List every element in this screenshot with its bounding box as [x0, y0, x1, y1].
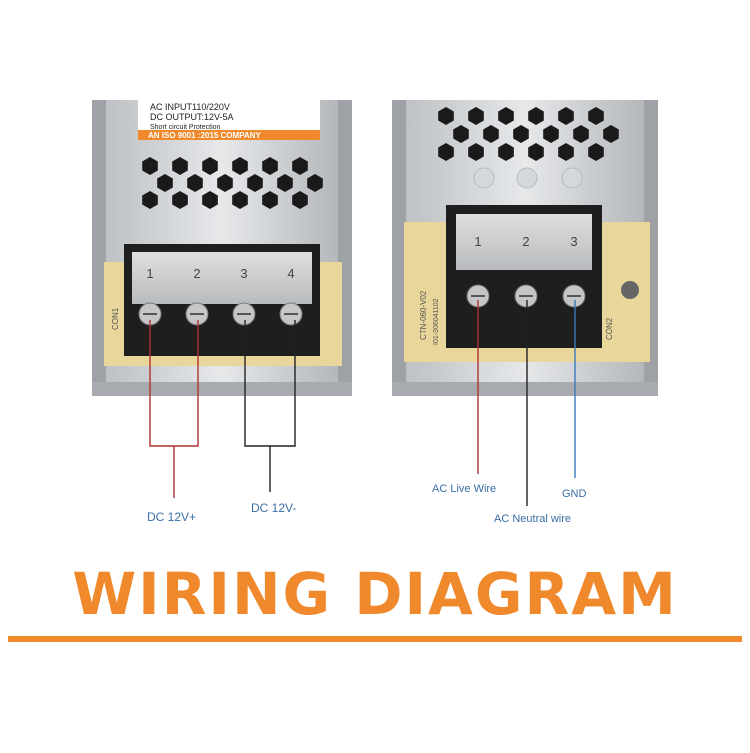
vent-hole: [232, 157, 248, 175]
vent-hole: [573, 125, 589, 143]
vent-hole: [157, 174, 173, 192]
vent-hole: [483, 125, 499, 143]
terminal-number: 1: [146, 266, 153, 281]
vent-hole: [172, 157, 188, 175]
vent-hole: [588, 143, 604, 161]
ground-screw-icon: [621, 281, 639, 299]
vent-hole: [172, 191, 188, 209]
vent-hole: [528, 107, 544, 125]
gnd-label: GND: [562, 488, 587, 500]
vent-hole: [528, 143, 544, 161]
board-label-1: CTN-060-V02: [419, 290, 428, 340]
terminal-number: 3: [570, 234, 577, 249]
vent-hole: [307, 174, 323, 192]
terminal-number: 2: [522, 234, 529, 249]
vent-hole: [262, 191, 278, 209]
vent-hole: [558, 107, 574, 125]
neutral-symbol-icon: [516, 167, 538, 189]
vent-hole: [202, 191, 218, 209]
dc-plus-label: DC 12V+: [147, 510, 197, 524]
terminal-number: 2: [193, 266, 200, 281]
board-label-2: I01-306041102: [433, 298, 440, 345]
board-label: CON1: [111, 307, 120, 330]
terminal-cover-right: [456, 214, 592, 270]
vent-hole: [543, 125, 559, 143]
terminal-number: 3: [240, 266, 247, 281]
dc-minus-label: DC 12V-: [251, 501, 297, 515]
vent-hole: [498, 143, 514, 161]
vent-hole: [142, 191, 158, 209]
vent-hole: [453, 125, 469, 143]
ground-symbol-icon: [561, 167, 583, 189]
vent-grid: [142, 157, 323, 209]
terminal-number: 4: [287, 266, 294, 281]
vent-hole: [262, 157, 278, 175]
vent-hole: [588, 107, 604, 125]
right-power-supply: CTN-060-V02 I01-306041102 CON2 1 2 3: [392, 100, 658, 396]
ac-live-label: AC Live Wire: [432, 483, 497, 495]
title-underline: [8, 636, 742, 642]
vent-hole: [438, 143, 454, 161]
vent-hole: [202, 157, 218, 175]
vent-hole: [468, 107, 484, 125]
vent-hole: [603, 125, 619, 143]
housing-bottom: [92, 382, 352, 396]
wires: [149, 300, 576, 506]
vent-hole: [232, 191, 248, 209]
ac-neutral-label: AC Neutral wire: [494, 513, 572, 525]
vent-hole: [558, 143, 574, 161]
left-housing-edge: [92, 100, 106, 396]
vent-hole: [513, 125, 529, 143]
vent-hole: [217, 174, 233, 192]
vent-hole: [187, 174, 203, 192]
board-label-3: CON2: [605, 317, 614, 340]
terminal-cover: [132, 252, 312, 304]
vent-hole: [142, 157, 158, 175]
vent-hole: [292, 157, 308, 175]
iso-banner: [138, 130, 320, 140]
vent-hole: [498, 107, 514, 125]
vent-hole: [277, 174, 293, 192]
left-power-supply: AC INPUT110/220V DC OUTPUT:12V-5A Short …: [92, 100, 352, 396]
live-symbol-icon: [473, 167, 495, 189]
terminal-group-right: 1 2 3: [466, 234, 586, 308]
vent-grid-right: [438, 107, 619, 161]
spec-line-1: AC INPUT110/220V: [150, 102, 230, 112]
spec-line-2: DC OUTPUT:12V-5A: [150, 112, 234, 122]
iso-banner-text: AN ISO 9001 :2015 COMPANY: [148, 131, 261, 140]
terminal-number: 1: [474, 234, 481, 249]
vent-hole: [468, 143, 484, 161]
housing-bottom-right: [392, 382, 658, 396]
vent-hole: [247, 174, 263, 192]
right-housing-left-edge: [392, 100, 406, 396]
spec-line-3: Short circuit Protection: [150, 124, 221, 131]
vent-hole: [438, 107, 454, 125]
terminal-group: 1 2 3 4: [138, 266, 303, 326]
page-title: WIRING DIAGRAM: [72, 560, 678, 628]
vent-hole: [292, 191, 308, 209]
